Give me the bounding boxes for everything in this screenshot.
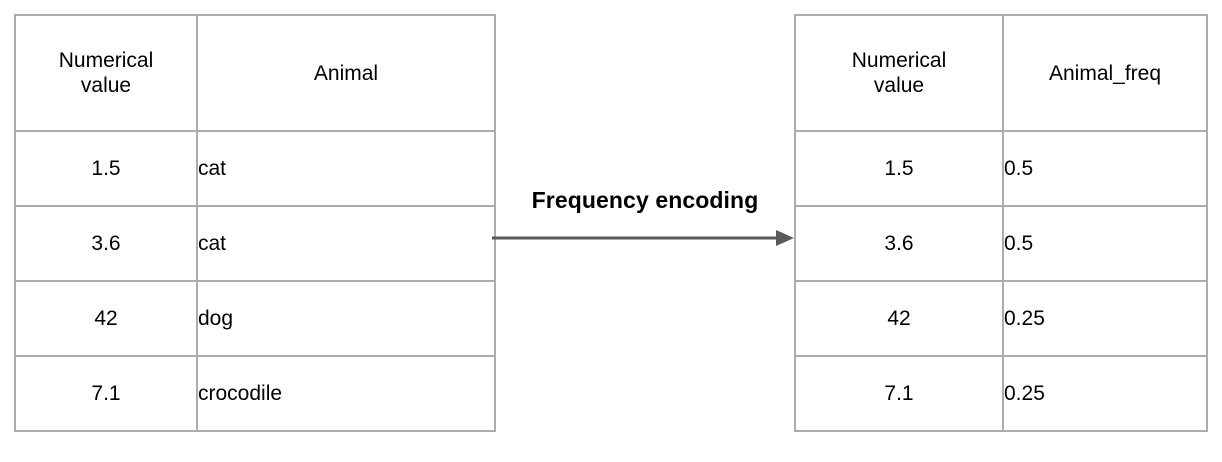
table-header-row: Numerical value Animal: [14, 14, 496, 132]
cell-animal: crocodile: [196, 355, 496, 432]
table-row: 42 0.25: [794, 280, 1208, 357]
header-line-2: value: [80, 74, 132, 97]
transform-arrow-group: Frequency encoding: [490, 186, 800, 266]
table-row: 3.6 cat: [14, 205, 496, 282]
table-row: 3.6 0.5: [794, 205, 1208, 282]
header-numerical-value: Numerical value: [794, 14, 1004, 132]
table-row: 1.5 cat: [14, 130, 496, 207]
table-header-row: Numerical value Animal_freq: [794, 14, 1208, 132]
cell-numerical-value: 7.1: [14, 355, 198, 432]
header-animal: Animal: [196, 14, 496, 132]
cell-numerical-value: 3.6: [794, 205, 1004, 282]
cell-numerical-value: 1.5: [794, 130, 1004, 207]
cell-numerical-value: 7.1: [794, 355, 1004, 432]
cell-animal-freq: 0.25: [1002, 355, 1208, 432]
output-table: Numerical value Animal_freq 1.5 0.5 3.6 …: [794, 14, 1208, 432]
table-row: 7.1 crocodile: [14, 355, 496, 432]
header-line-1: Numerical: [851, 49, 947, 72]
cell-numerical-value: 42: [794, 280, 1004, 357]
header-numerical-value: Numerical value: [14, 14, 198, 132]
transform-arrow-icon: [492, 230, 794, 246]
arrow-label: Frequency encoding: [531, 187, 759, 213]
table-row: 7.1 0.25: [794, 355, 1208, 432]
header-animal-freq: Animal_freq: [1002, 14, 1208, 132]
input-table: Numerical value Animal 1.5 cat 3.6 cat 4…: [14, 14, 496, 432]
header-line-1: Numerical: [58, 49, 154, 72]
header-line-2: value: [873, 74, 925, 97]
cell-animal: dog: [196, 280, 496, 357]
cell-animal-freq: 0.5: [1002, 205, 1208, 282]
cell-numerical-value: 3.6: [14, 205, 198, 282]
table-row: 1.5 0.5: [794, 130, 1208, 207]
cell-animal-freq: 0.25: [1002, 280, 1208, 357]
table-row: 42 dog: [14, 280, 496, 357]
cell-numerical-value: 1.5: [14, 130, 198, 207]
cell-animal-freq: 0.5: [1002, 130, 1208, 207]
cell-animal: cat: [196, 205, 496, 282]
cell-numerical-value: 42: [14, 280, 198, 357]
cell-animal: cat: [196, 130, 496, 207]
